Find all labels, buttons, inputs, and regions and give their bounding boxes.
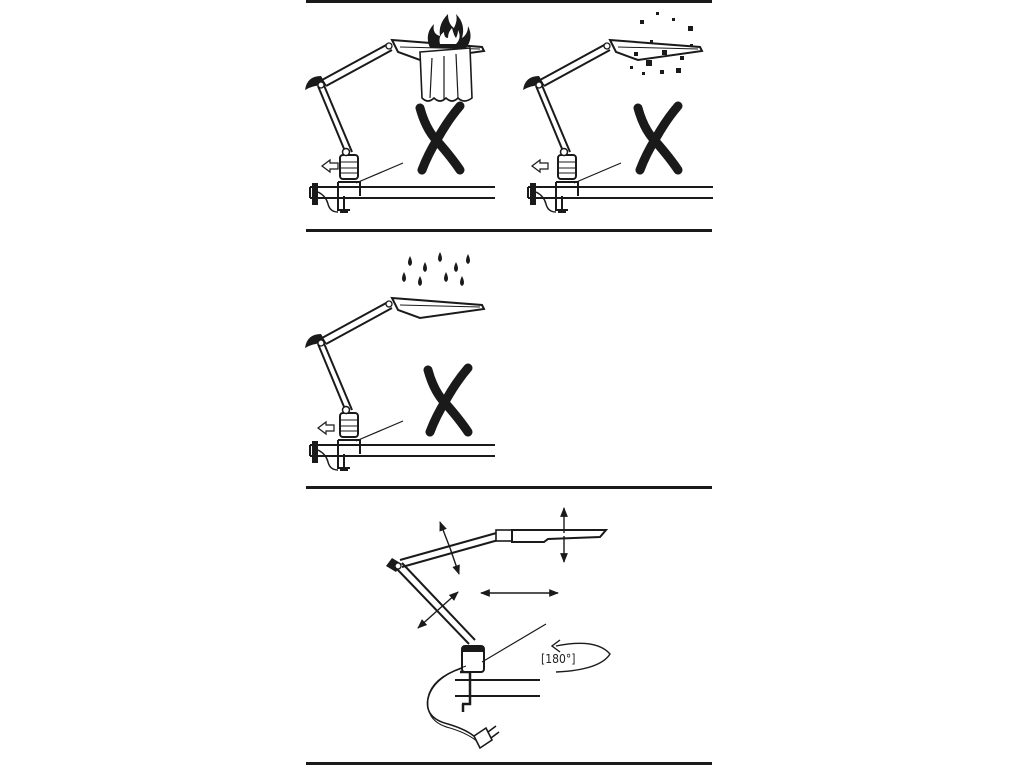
divider-2 <box>306 229 712 232</box>
pull-arrow-icon <box>321 158 339 174</box>
divider-top <box>306 0 712 3</box>
panel-rain-warning <box>304 252 496 471</box>
rotation-indicator: [180°] <box>541 639 611 673</box>
raindrops-icon <box>402 252 470 286</box>
cloth-icon <box>419 47 473 102</box>
panel-debris-warning <box>522 12 714 213</box>
forbidden-x-mark <box>428 368 468 432</box>
pull-arrow-icon <box>317 420 335 436</box>
motion-arrows <box>417 507 568 629</box>
forbidden-x-mark <box>638 106 678 170</box>
panel-heat-warning <box>304 14 496 213</box>
fire-icon <box>427 14 471 48</box>
panel-adjustment: [180°] <box>386 507 611 750</box>
pull-arrow-icon <box>531 158 549 174</box>
divider-bottom <box>306 762 712 765</box>
plug-icon <box>472 725 500 750</box>
particles-icon <box>630 12 693 75</box>
rotation-label: [180°] <box>541 652 575 666</box>
divider-3 <box>306 486 712 489</box>
forbidden-x-mark <box>420 106 460 170</box>
